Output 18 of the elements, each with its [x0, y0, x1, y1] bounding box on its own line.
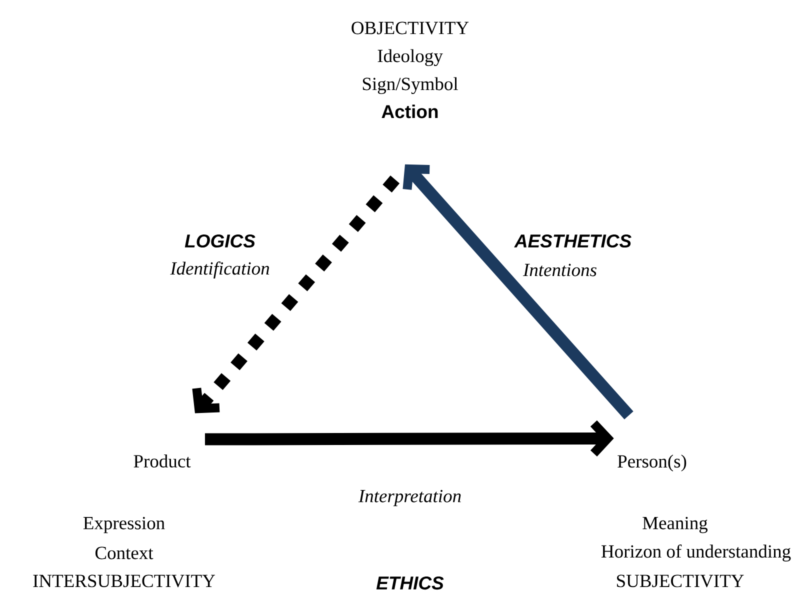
vertex-text: OBJECTIVITY Ideology Sign/Symbol Action — [352, 22, 469, 118]
label-text: Expression — [83, 516, 165, 534]
label-text: SUBJECTIVITY — [617, 574, 744, 588]
label-text: Horizon of understanding — [602, 544, 791, 562]
vertex-text: Person(s) — [618, 454, 686, 472]
label-text: Intentions — [522, 264, 596, 276]
vertex-text: Product — [134, 454, 191, 468]
arrow — [192, 176, 400, 414]
label-text: Meaning — [642, 516, 708, 534]
label-text: Context — [95, 546, 154, 560]
label-text: Identification — [170, 262, 270, 278]
label-text: Interpretation — [358, 490, 461, 506]
label-text: AESTHETICS — [514, 234, 632, 248]
label-text: LOGICS — [184, 234, 256, 248]
arrow — [402, 164, 634, 420]
label-text: INTERSUBJECTIVITY — [33, 574, 215, 588]
arrow — [204, 420, 614, 457]
label-text: ETHICS — [376, 576, 444, 590]
